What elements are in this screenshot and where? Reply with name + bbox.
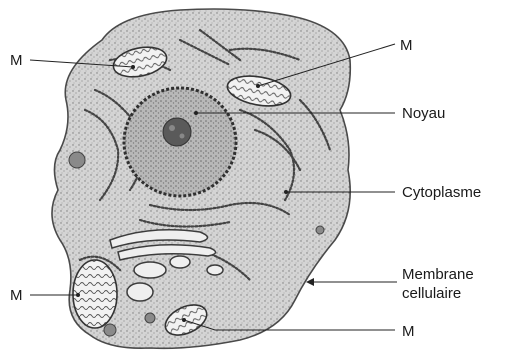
label-cytoplasme: Cytoplasme (402, 184, 481, 201)
label-m-bottom-right: M (402, 323, 415, 340)
leader-dot (131, 65, 135, 69)
nucleus (124, 88, 236, 196)
label-m-top-left: M (10, 52, 23, 69)
label-m-bottom-left: M (10, 287, 23, 304)
leader-dot (284, 190, 288, 194)
label-noyau: Noyau (402, 105, 445, 122)
nucleolus (163, 118, 191, 146)
label-m-top-right: M (400, 37, 413, 54)
label-membrane-line2: cellulaire (402, 285, 461, 302)
leader-dot (194, 111, 198, 115)
leader-dot (182, 318, 186, 322)
label-membrane-line1: Membrane (402, 266, 474, 283)
leader-dot (76, 293, 80, 297)
leader-dot (256, 84, 260, 88)
